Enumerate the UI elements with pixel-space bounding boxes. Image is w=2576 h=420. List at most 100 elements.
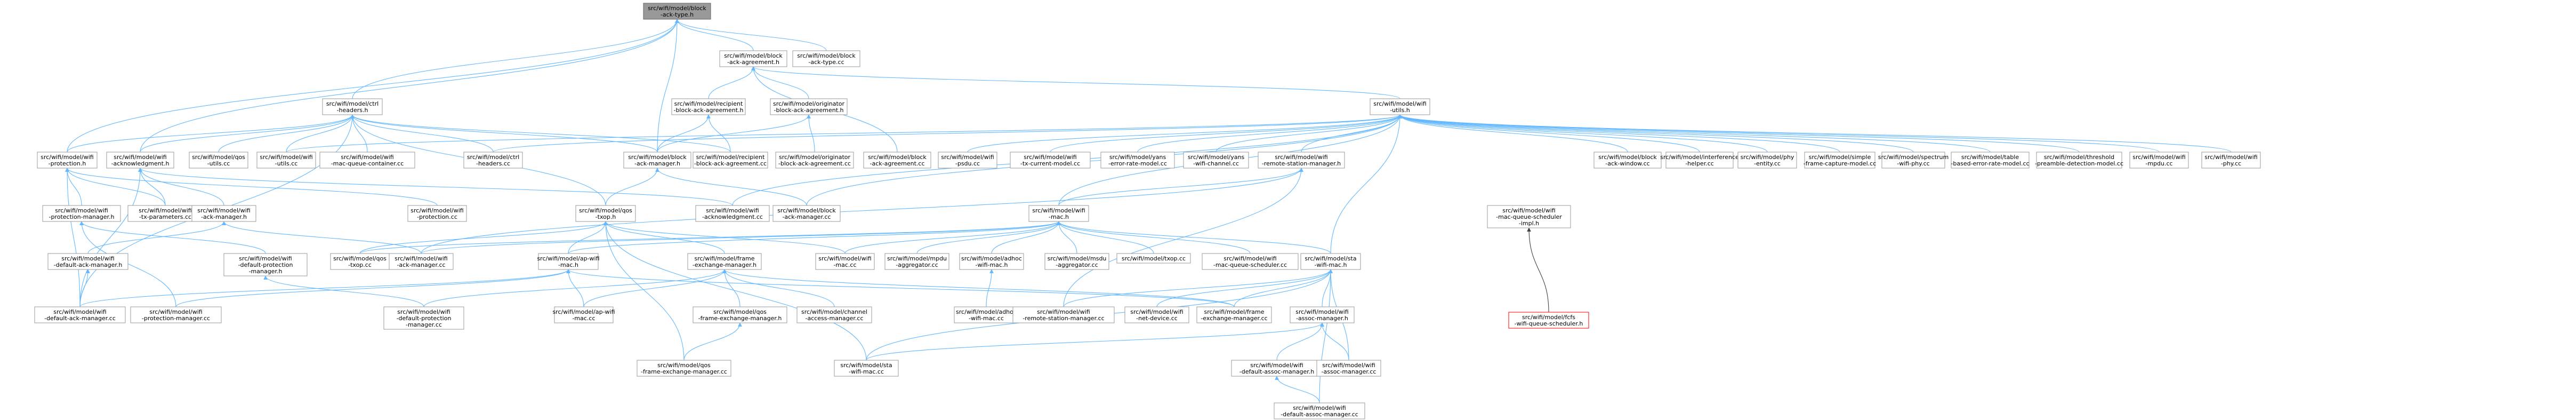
node-dpm_cc[interactable]: src/wifi/model/wifi-default-protection-m… bbox=[383, 306, 464, 330]
node-dam_cc[interactable]: src/wifi/model/wifi-default-ack-manager.… bbox=[34, 306, 126, 323]
node-box bbox=[1508, 312, 1589, 329]
node-psdu_cc[interactable]: src/wifi/model/wifi-psdu.cc bbox=[938, 152, 997, 169]
node-ap_h[interactable]: src/wifi/model/ap-wifi-mac.h bbox=[537, 253, 600, 270]
node-label-line: -aggregator.cc bbox=[896, 261, 938, 268]
node-ack_cc[interactable]: src/wifi/model/wifi-acknowledgment.cc bbox=[695, 205, 770, 222]
node-bam_mgr_cc[interactable]: src/wifi/model/block-ack-manager.cc bbox=[772, 205, 841, 222]
edge-wmac_h-to-mpduagg_cc bbox=[916, 221, 1061, 254]
node-dam_h[interactable]: src/wifi/model/wifi-default-ack-manager.… bbox=[47, 253, 128, 270]
edge-utils_h-to-phyent_cc bbox=[1398, 114, 1768, 153]
node-ackm_h[interactable]: src/wifi/model/wifi-ack-manager.h bbox=[191, 205, 256, 222]
node-baw_cc[interactable]: src/wifi/model/block-ack-window.cc bbox=[1593, 152, 1662, 169]
node-wam_cc[interactable]: src/wifi/model/wifi-assoc-manager.cc bbox=[1316, 360, 1381, 377]
node-label-line: src/wifi/model/sta bbox=[1305, 255, 1356, 262]
node-label-line: -protection.cc bbox=[417, 213, 457, 220]
node-fem_h[interactable]: src/wifi/model/frame-exchange-manager.h bbox=[687, 253, 762, 270]
node-qos_fem_h[interactable]: src/wifi/model/qos-frame-exchange-manage… bbox=[693, 306, 787, 323]
edge-utils_h-to-ctrl_cc bbox=[493, 114, 1402, 153]
node-utils_h[interactable]: src/wifi/model/wifi-utils.h bbox=[1370, 98, 1430, 115]
node-thr_cc[interactable]: src/wifi/model/threshold-preamble-detect… bbox=[2035, 152, 2123, 169]
node-fcfs_h[interactable]: src/wifi/model/fcfs-wifi-queue-scheduler… bbox=[1508, 312, 1589, 329]
node-label-line: src/wifi/model/wifi bbox=[53, 308, 106, 315]
node-box bbox=[834, 360, 899, 377]
node-ctrl_h[interactable]: src/wifi/model/ctrl-headers.h bbox=[322, 98, 383, 115]
node-adhoc_cc[interactable]: src/wifi/model/adhoc-wifi-mac.cc bbox=[954, 306, 1019, 323]
node-label-line: -based-error-rate-model.cc bbox=[1951, 160, 2029, 167]
node-sfcm_cc[interactable]: src/wifi/model/simple-frame-capture-mode… bbox=[1804, 152, 1876, 169]
node-table_cc[interactable]: src/wifi/model/table-based-error-rate-mo… bbox=[1951, 152, 2030, 169]
node-bam_cc[interactable]: src/wifi/model/block-ack-agreement.cc bbox=[863, 152, 931, 169]
node-adhoc_h[interactable]: src/wifi/model/adhoc-wifi-mac.h bbox=[959, 253, 1024, 270]
edge-prot_h-to-prot_cc bbox=[65, 168, 438, 206]
node-rec_h[interactable]: src/wifi/model/recipient-block-ack-agree… bbox=[671, 98, 746, 115]
node-phy_cc[interactable]: src/wifi/model/wifi-phy.cc bbox=[2201, 152, 2261, 169]
node-label-line: src/wifi/model/wifi bbox=[395, 255, 447, 262]
node-phyent_cc[interactable]: src/wifi/model/phy-entity.cc bbox=[1737, 152, 1797, 169]
node-wam_h[interactable]: src/wifi/model/wifi-assoc-manager.h bbox=[1290, 306, 1355, 323]
edge-utils_h-to-phy_cc bbox=[1398, 114, 2232, 153]
node-label-line: -protection-manager.cc bbox=[142, 315, 210, 322]
node-qos_utils_cc[interactable]: src/wifi/model/qos-utils.cc bbox=[189, 152, 248, 169]
node-box bbox=[383, 306, 464, 330]
node-sta_cc[interactable]: src/wifi/model/sta-wifi-mac.cc bbox=[834, 360, 899, 377]
edge-bam_mgr_h-to-qos_txop_h bbox=[605, 168, 659, 206]
node-qos_fem_cc[interactable]: src/wifi/model/qos-frame-exchange-manage… bbox=[637, 360, 731, 377]
node-label-line: -block-ack-agreement.cc bbox=[778, 160, 851, 167]
edge-root-to-ack_h bbox=[140, 19, 679, 153]
node-ackm_cc[interactable]: src/wifi/model/wifi-ack-manager.cc bbox=[389, 253, 454, 270]
node-bat_cc[interactable]: src/wifi/model/block-ack-type.cc bbox=[792, 50, 860, 67]
node-msduagg_cc[interactable]: src/wifi/model/msdu-aggregator.cc bbox=[1044, 253, 1109, 270]
node-orig_cc[interactable]: src/wifi/model/originator-block-ack-agre… bbox=[775, 152, 854, 169]
node-qos_txop_h[interactable]: src/wifi/model/qos-txop.h bbox=[575, 205, 636, 222]
node-wifi_utils_cc[interactable]: src/wifi/model/wifi-utils.cc bbox=[256, 152, 316, 169]
node-sta_h[interactable]: src/wifi/model/sta-wifi-mac.h bbox=[1300, 253, 1361, 270]
node-ap_cc[interactable]: src/wifi/model/ap-wifi-mac.cc bbox=[552, 306, 615, 323]
node-mpdu_cc[interactable]: src/wifi/model/wifi-mpdu.cc bbox=[2129, 152, 2189, 169]
edge-ctrl_h-to-wifi_utils_cc bbox=[286, 114, 355, 153]
node-ctrl_cc[interactable]: src/wifi/model/ctrl-headers.cc bbox=[463, 152, 523, 169]
node-prot_h[interactable]: src/wifi/model/wifi-protection.h bbox=[37, 152, 98, 169]
node-bam_h[interactable]: src/wifi/model/block-ack-agreement.h bbox=[719, 50, 787, 67]
node-fem_cc[interactable]: src/wifi/model/frame-exchange-manager.cc bbox=[1196, 306, 1272, 323]
node-spec_cc[interactable]: src/wifi/model/spectrum-wifi-phy.cc bbox=[1878, 152, 1949, 169]
node-box bbox=[1665, 152, 1734, 169]
node-rec_cc[interactable]: src/wifi/model/recipient-block-ack-agree… bbox=[693, 152, 768, 169]
node-intf_cc[interactable]: src/wifi/model/interference-helper.cc bbox=[1660, 152, 1739, 169]
node-wmac_h[interactable]: src/wifi/model/wifi-mac.h bbox=[1028, 205, 1089, 222]
node-label-line: -assoc-manager.cc bbox=[1322, 368, 1376, 375]
node-mqsi_h[interactable]: src/wifi/model/wifi-mac-queue-scheduler-… bbox=[1487, 205, 1571, 228]
node-rsm_h[interactable]: src/wifi/model/wifi-remote-station-manag… bbox=[1258, 152, 1345, 169]
node-label-line: src/wifi/model/wifi bbox=[139, 207, 191, 214]
node-wmac_cc[interactable]: src/wifi/model/wifi-mac.cc bbox=[815, 253, 875, 270]
node-label-line: src/wifi/model/wifi bbox=[239, 255, 292, 262]
node-txp_cc[interactable]: src/wifi/model/wifi-tx-parameters.cc bbox=[127, 205, 203, 222]
node-dassoc_cc[interactable]: src/wifi/model/wifi-default-assoc-manage… bbox=[1274, 402, 1365, 419]
edge-ap_h-to-dam_cc bbox=[79, 269, 570, 307]
node-mpduagg_cc[interactable]: src/wifi/model/mpdu-aggregator.cc bbox=[884, 253, 949, 270]
node-ack_h[interactable]: src/wifi/model/wifi-acknowledgment.h bbox=[106, 152, 174, 169]
node-pm_cc[interactable]: src/wifi/model/wifi-protection-manager.c… bbox=[130, 306, 222, 323]
node-netdev_cc[interactable]: src/wifi/model/wifi-net-device.cc bbox=[1124, 306, 1189, 323]
node-txop_cc[interactable]: src/wifi/model/txop.cc bbox=[1116, 253, 1191, 264]
edge-wmac_h-to-qos_txop_cc bbox=[359, 221, 1061, 254]
node-box bbox=[319, 152, 415, 169]
node-mqc_cc[interactable]: src/wifi/model/wifi-mac-queue-container.… bbox=[319, 152, 415, 169]
node-mqs_cc[interactable]: src/wifi/model/wifi-mac-queue-scheduler.… bbox=[1202, 253, 1299, 270]
edge-qos_txop_h-to-qos_fem_cc bbox=[603, 221, 685, 361]
node-pm_h[interactable]: src/wifi/model/wifi-protection-manager.h bbox=[42, 205, 121, 222]
edge-ctrl_h-to-ctrl_cc bbox=[350, 114, 494, 153]
node-box bbox=[1202, 253, 1299, 270]
node-dassoc_h[interactable]: src/wifi/model/wifi-default-assoc-manage… bbox=[1231, 360, 1323, 377]
node-chacc_cc[interactable]: src/wifi/model/channel-access-manager.cc bbox=[796, 306, 872, 323]
edge-wam_h-to-sta_cc bbox=[866, 322, 1324, 361]
node-dpm_h[interactable]: src/wifi/model/wifi-default-protection-m… bbox=[223, 253, 308, 276]
node-yans_err_cc[interactable]: src/wifi/model/yans-error-rate-model.cc bbox=[1100, 152, 1175, 169]
node-qos_txop_cc[interactable]: src/wifi/model/qos-txop.cc bbox=[330, 253, 390, 270]
node-prot_cc[interactable]: src/wifi/model/wifi-protection.cc bbox=[407, 205, 467, 222]
node-txc_cc[interactable]: src/wifi/model/wifi-tx-current-model.cc bbox=[1010, 152, 1091, 169]
node-rsm_cc[interactable]: src/wifi/model/wifi-remote-station-manag… bbox=[1012, 306, 1115, 323]
node-bam_mgr_h[interactable]: src/wifi/model/block-ack-manager.h bbox=[623, 152, 691, 169]
node-label-line: src/wifi/model/yans bbox=[1109, 154, 1166, 161]
node-yans_ch_cc[interactable]: src/wifi/model/yans-wifi-channel.cc bbox=[1183, 152, 1249, 169]
node-orig_h[interactable]: src/wifi/model/originator-block-ack-agre… bbox=[770, 98, 848, 115]
